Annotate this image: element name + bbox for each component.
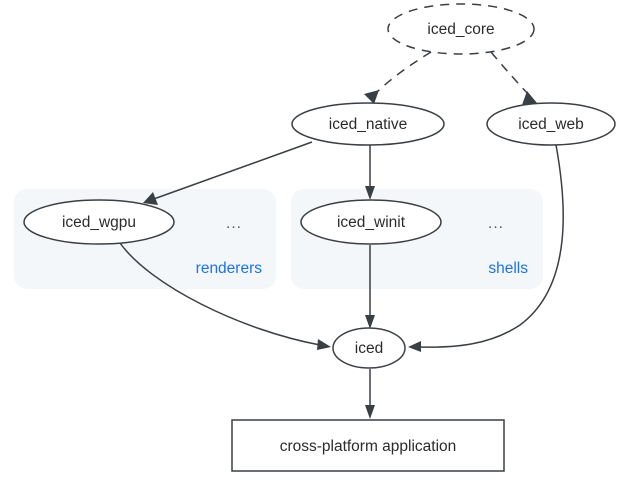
node-iced-core-label: iced_core xyxy=(427,21,494,38)
node-cross-platform-application[interactable]: cross-platform application xyxy=(231,419,505,472)
edge-line xyxy=(490,51,531,97)
renderers-more-ellipsis: ... xyxy=(226,215,242,232)
edge-iced-native-to-iced-winit xyxy=(365,145,375,200)
arrowhead-icon xyxy=(317,339,331,350)
edge-iced-core-to-iced-native xyxy=(364,51,432,104)
arrowhead-icon xyxy=(522,91,537,105)
node-iced-web[interactable]: iced_web xyxy=(486,102,616,146)
edge-iced-wgpu-to-iced xyxy=(119,242,331,350)
arrowhead-icon xyxy=(364,90,379,104)
node-iced-web-label: iced_web xyxy=(518,116,584,133)
node-iced-core[interactable]: iced_core xyxy=(387,3,535,55)
cluster-shells-label: shells xyxy=(488,260,528,277)
node-iced-wgpu-label: iced_wgpu xyxy=(62,214,136,231)
edge-line xyxy=(371,51,432,98)
node-iced-native[interactable]: iced_native xyxy=(291,102,445,146)
node-iced-wgpu-shape[interactable] xyxy=(23,199,175,245)
edge-iced-to-app xyxy=(365,369,375,419)
node-iced[interactable]: iced xyxy=(332,327,406,369)
shells-more-ellipsis: ... xyxy=(488,215,504,232)
node-iced-winit-shape[interactable] xyxy=(300,199,442,245)
node-iced-wgpu[interactable]: iced_wgpu xyxy=(23,199,175,245)
edge-line xyxy=(119,242,321,346)
arrowhead-icon xyxy=(365,315,375,329)
node-iced-winit[interactable]: iced_winit xyxy=(300,199,442,245)
node-iced-native-label: iced_native xyxy=(329,116,407,133)
edge-iced-core-to-iced-web xyxy=(490,51,537,105)
arrowhead-icon xyxy=(365,405,375,419)
edge-iced-web-to-iced xyxy=(408,144,564,352)
node-iced-label: iced xyxy=(355,340,383,357)
arrowhead-icon xyxy=(408,341,421,352)
node-iced-native-shape[interactable] xyxy=(291,102,445,146)
edge-iced-winit-to-iced xyxy=(365,245,375,329)
edge-iced-native-to-iced-wgpu xyxy=(143,141,313,205)
node-iced-web-shape[interactable] xyxy=(486,102,616,146)
cluster-renderers-label: renderers xyxy=(196,260,263,277)
node-app-label: cross-platform application xyxy=(280,438,457,455)
arrowhead-icon xyxy=(143,192,158,205)
node-iced-winit-label: iced_winit xyxy=(337,214,406,231)
node-iced-shape[interactable] xyxy=(332,327,406,369)
edge-line xyxy=(150,141,313,201)
node-app-shape[interactable] xyxy=(231,419,505,472)
arrowhead-icon xyxy=(365,186,375,200)
edge-line xyxy=(418,144,564,348)
node-iced-core-shape[interactable] xyxy=(387,3,535,55)
